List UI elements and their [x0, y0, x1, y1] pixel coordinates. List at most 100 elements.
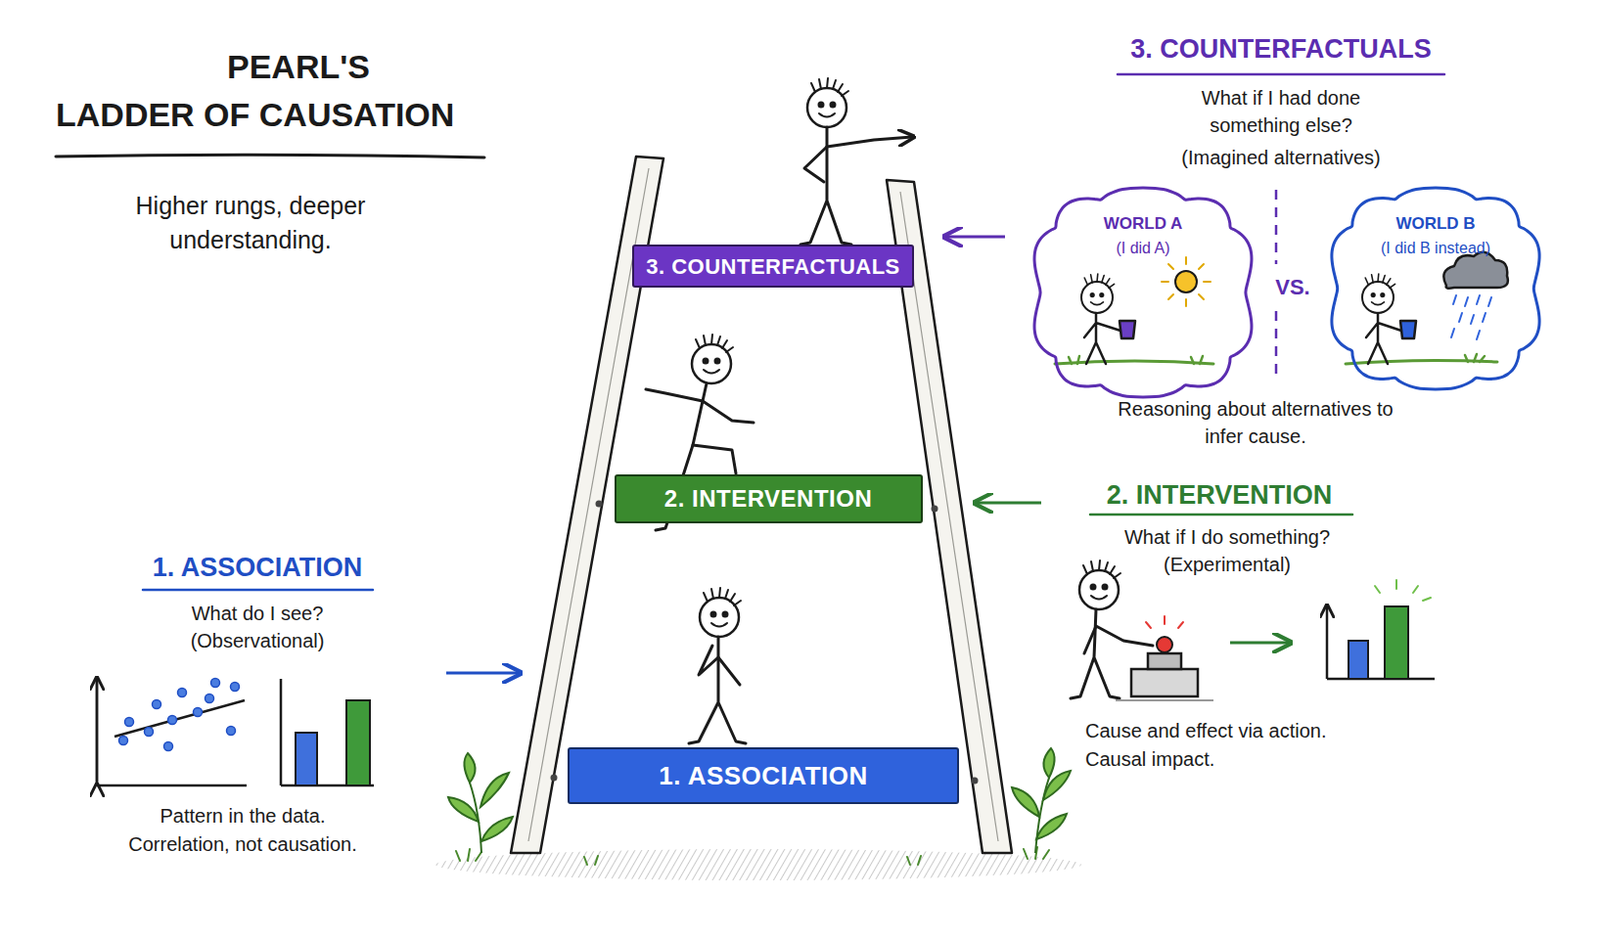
bar-chart-intervention: [1325, 606, 1329, 680]
world-b-scene: [1443, 252, 1509, 289]
scatter-chart: [95, 679, 99, 786]
plant-right: [1036, 814, 1067, 840]
section-heading: 2. INTERVENTION: [1106, 477, 1333, 515]
plant-left: [448, 753, 513, 854]
plant-left: [448, 797, 479, 823]
note-text: (Observational): [190, 627, 325, 655]
intervention-figure: [1084, 626, 1153, 654]
scatter-chart: [193, 708, 203, 718]
bar-chart-association: [280, 679, 374, 786]
section-heading: 3. COUNTERFACTUALS: [1130, 31, 1432, 69]
world-a-scene: [1054, 257, 1214, 365]
world-b-scene: [1345, 252, 1509, 365]
heading-underlines: [142, 589, 373, 593]
world-b-scene: [1366, 313, 1402, 365]
title-underline: [55, 154, 485, 158]
button-device: [1145, 616, 1184, 629]
scatter-chart: [164, 742, 174, 752]
world-a-scene: [1084, 313, 1121, 365]
world-cloud: WORLD A(I did A): [1025, 182, 1261, 404]
ladder-bolts: [931, 505, 939, 513]
world-b-scene: [1362, 274, 1396, 314]
note-text: What if I had done something else?: [1158, 84, 1404, 139]
world-cloud: WORLD B(I did B instead): [1323, 182, 1549, 396]
note-text: (Experimental): [1163, 550, 1291, 579]
note-text: Higher rungs, deeper understanding.: [103, 188, 398, 258]
world-a-scene: [1081, 274, 1115, 314]
world-a-scene: [1175, 271, 1197, 293]
cloud-outline: [1323, 182, 1549, 396]
scatter-chart: [144, 728, 154, 737]
bar-chart-intervention: [1348, 640, 1369, 680]
note-text: What do I see?: [191, 599, 324, 628]
plant-right: [1011, 787, 1040, 818]
bar-chart-intervention: [1384, 606, 1409, 680]
plant-right: [1043, 771, 1071, 801]
intervention-figure: [1070, 609, 1120, 699]
ladder-rails: [510, 156, 1012, 854]
bar-chart-association: [295, 732, 318, 786]
figure-bottom: [698, 645, 740, 686]
ladder-bolts: [550, 775, 558, 782]
figure-bottom: [688, 588, 746, 744]
figure-middle: [645, 389, 754, 423]
world-a-scene: [1161, 257, 1211, 307]
world-b-scene: [1400, 320, 1417, 339]
section-heading: 1. ASSOCIATION: [152, 549, 364, 588]
figure-top: [800, 78, 913, 245]
effect-arrow: [1230, 642, 1289, 644]
intervention-arrow: [976, 502, 1042, 504]
scatter-chart: [230, 683, 240, 692]
ladder-rails: [528, 168, 999, 842]
world-b-scene: [1464, 354, 1485, 363]
note-text: Causal impact.: [1085, 745, 1215, 774]
ladder-rung: 2. INTERVENTION: [614, 474, 923, 524]
figure-middle: [691, 334, 733, 384]
scatter-chart: [205, 694, 215, 704]
counterfactual-arrow: [946, 235, 1006, 239]
scatter-chart: [119, 679, 240, 752]
rung-label: 3. COUNTERFACTUALS: [645, 250, 901, 283]
scatter-chart: [96, 679, 247, 786]
figure-middle: [692, 383, 707, 446]
association-arrow: [446, 672, 519, 676]
button-device: [1131, 669, 1198, 697]
heading-underlines: [1090, 513, 1353, 517]
note-text: Pattern in the data.: [159, 802, 325, 830]
bar-chart-intervention: [1374, 580, 1431, 601]
ladder-bolts: [550, 245, 979, 785]
scatter-chart: [152, 700, 162, 710]
note-text: Correlation, not causation.: [128, 830, 357, 859]
scatter-chart: [114, 700, 245, 737]
heading-underlines: [142, 74, 1445, 591]
rung-label: 2. INTERVENTION: [664, 481, 872, 517]
world-note: (I did A): [1025, 236, 1261, 261]
plant-left: [481, 817, 513, 842]
world-note: (I did B instead): [1323, 236, 1549, 261]
button-device: [1156, 637, 1173, 653]
figure-bottom: [699, 588, 741, 638]
figure-top: [826, 137, 913, 147]
note-text: Reasoning about alternatives to infer ca…: [1108, 395, 1403, 451]
ladder-bolts: [595, 501, 603, 508]
divider: [1275, 189, 1279, 265]
scatter-chart: [178, 688, 187, 698]
figure-bottom: [688, 637, 746, 744]
note-text: What if I do something?: [1124, 523, 1330, 551]
button-device: [1115, 616, 1214, 701]
world-b-scene: [1451, 295, 1492, 340]
button-device: [1147, 653, 1182, 670]
world-a-scene: [1119, 320, 1136, 339]
plant-left: [480, 773, 509, 808]
vs-label: VS.: [1275, 273, 1310, 304]
plant-right: [1043, 748, 1054, 778]
intervention-arrow: [976, 502, 1042, 505]
scatter-chart: [119, 736, 129, 746]
divider: [1275, 311, 1279, 378]
scatter-chart: [125, 718, 135, 728]
intervention-figure: [1079, 560, 1121, 610]
button-device: [1115, 699, 1214, 702]
ladder-rung: 3. COUNTERFACTUALS: [632, 244, 915, 288]
plant-left: [463, 753, 475, 783]
